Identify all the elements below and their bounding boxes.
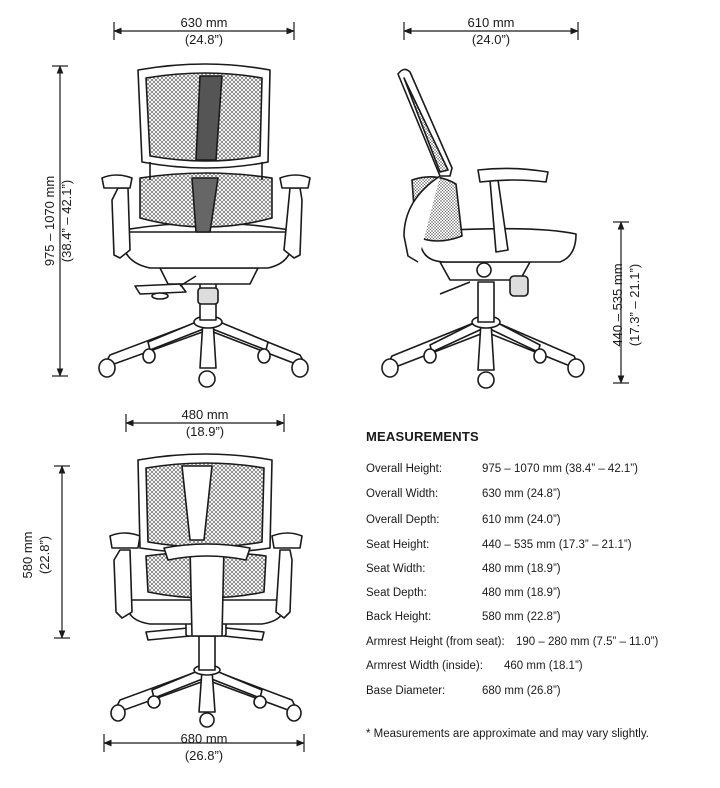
measurement-label: Overall Depth: (366, 514, 440, 526)
seat-height-label: 440 – 535 mm (17.3” – 21.1”) (609, 225, 643, 385)
front-width-metric: 630 mm (180, 15, 228, 30)
side-depth-imperial: (24.0”) (471, 32, 511, 47)
measurement-label: Armrest Height (from seat): (366, 636, 505, 648)
measurement-label: Back Height: (366, 611, 432, 623)
seat-height-imperial: (17.3” – 21.1”) (627, 263, 642, 347)
measurement-label: Overall Height: (366, 463, 443, 475)
measurement-label: Seat Width: (366, 563, 426, 575)
measurement-value: 440 – 535 mm (17.3” – 21.1”) (482, 539, 632, 551)
front-height-imperial: (38.4” – 42.1”) (59, 179, 74, 263)
measurements-note: * Measurements are approximate and may v… (366, 728, 649, 740)
base-diameter-imperial: (26.8”) (184, 748, 224, 763)
measurement-value: 630 mm (24.8”) (482, 488, 561, 500)
front-height-label: 975 – 1070 mm (38.4” – 42.1”) (41, 141, 75, 301)
measurement-label: Seat Depth: (366, 587, 427, 599)
base-diameter-label: 680 mm (26.8”) (144, 730, 264, 764)
back-height-label: 580 mm (22.8”) (19, 495, 53, 615)
side-view-chair (381, 68, 585, 389)
measurement-label: Seat Height: (366, 539, 430, 551)
front-width-imperial: (24.8”) (184, 32, 224, 47)
side-depth-label: 610 mm (24.0”) (431, 14, 551, 48)
measurement-value: 610 mm (24.0”) (482, 514, 561, 526)
measurement-label: Overall Width: (366, 488, 439, 500)
measurements-title: MEASUREMENTS (366, 429, 479, 444)
measurement-label: Armrest Width (inside): (366, 660, 483, 672)
measurement-value: 680 mm (26.8”) (482, 685, 561, 697)
measurement-value: 975 – 1070 mm (38.4” – 42.1”) (482, 463, 638, 475)
back-height-metric: 580 mm (20, 531, 35, 579)
back-width-metric: 480 mm (181, 407, 229, 422)
measurement-value: 480 mm (18.9”) (482, 563, 561, 575)
dimension-lines (52, 22, 629, 752)
back-height-imperial: (22.8”) (37, 535, 52, 575)
measurement-value: 190 – 280 mm (7.5” – 11.0”) (516, 636, 659, 648)
front-view-chair (98, 63, 311, 388)
measurement-label: Base Diameter: (366, 685, 446, 697)
back-view-chair (109, 453, 303, 728)
base-diameter-metric: 680 mm (180, 731, 228, 746)
measurement-value: 580 mm (22.8”) (482, 611, 561, 623)
back-width-imperial: (18.9”) (185, 424, 225, 439)
back-width-label: 480 mm (18.9”) (145, 406, 265, 440)
front-height-metric: 975 – 1070 mm (42, 175, 57, 267)
front-width-label: 630 mm (24.8”) (144, 14, 264, 48)
measurement-value: 460 mm (18.1”) (504, 660, 583, 672)
measurement-value: 480 mm (18.9”) (482, 587, 561, 599)
side-depth-metric: 610 mm (467, 15, 515, 30)
seat-height-metric: 440 – 535 mm (610, 263, 625, 347)
